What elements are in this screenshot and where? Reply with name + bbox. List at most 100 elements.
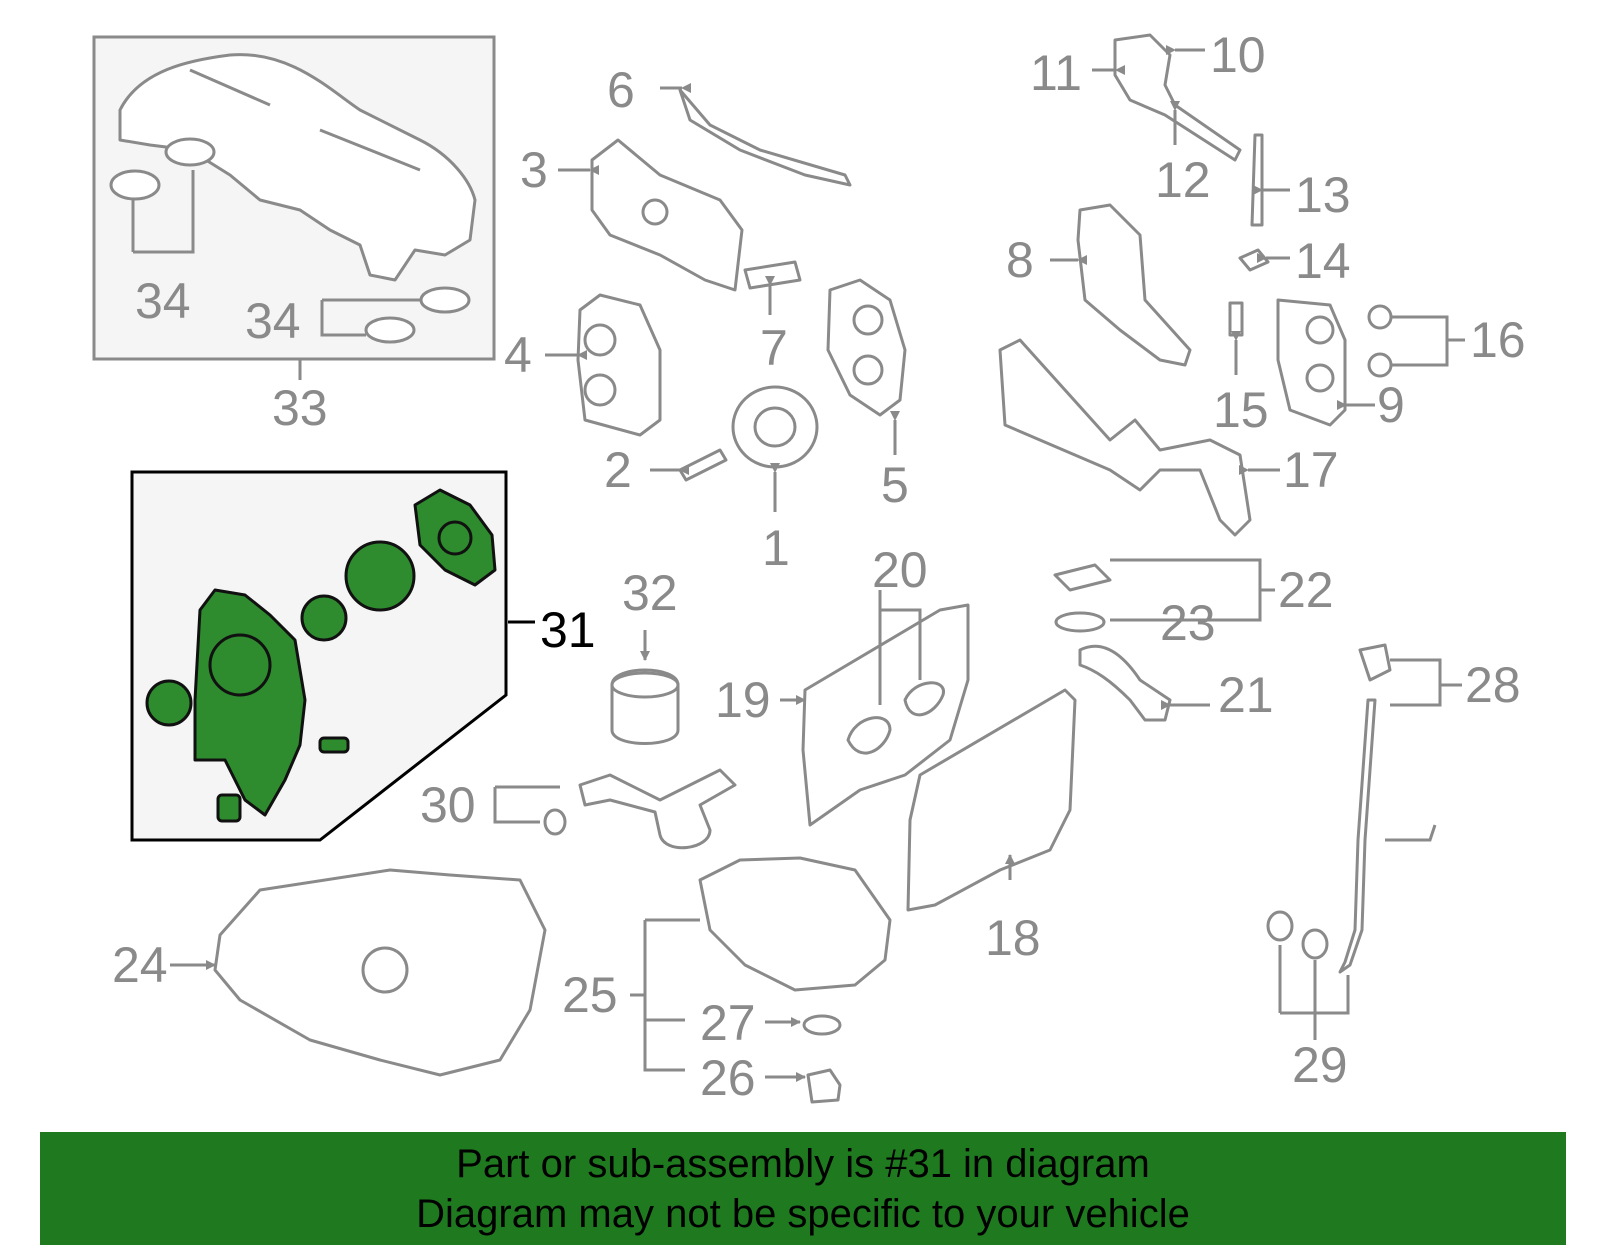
gasket-34-a [109,169,161,201]
label-18: 18 [985,910,1041,966]
dipstick-guide-29 [1338,698,1377,974]
sensor-7 [743,260,802,290]
label-5: 5 [881,457,909,513]
cover-4-hole-b [583,373,617,407]
gasket-20-b [903,681,945,717]
intake-manifold [118,53,477,282]
timing-cover-8 [1076,203,1192,367]
dipstick-handle [1385,824,1437,842]
label-31: 31 [540,602,596,658]
pin-15 [1228,301,1244,337]
leader-29 [1278,945,1350,1040]
label-28: 28 [1465,657,1521,713]
label-33: 33 [272,380,328,436]
strainer-o-ring [543,808,567,836]
label-20: 20 [872,542,928,598]
cover-5-hole-a [852,304,884,336]
oil-pump-bore [208,633,272,697]
label-26: 26 [700,1050,756,1106]
manifold-rib [189,68,271,107]
seal-13 [1250,133,1264,227]
cover-4 [576,293,662,437]
leader-34b [320,298,420,337]
pump-cover-bore [437,520,473,556]
filler-cap-22 [1053,563,1112,592]
gasket-34-d [364,316,416,344]
label-30: 30 [420,777,476,833]
label-16: 16 [1470,312,1526,368]
label-14: 14 [1295,233,1351,289]
cover-5-hole-b [852,354,884,386]
label-15: 15 [1213,382,1269,438]
label-6: 6 [607,62,635,118]
label-12: 12 [1155,152,1211,208]
label-34-b: 34 [245,293,301,349]
cover-9-hole-a [1305,315,1335,345]
clip-14 [1238,248,1270,272]
leader-20 [878,590,922,705]
label-34-a: 34 [135,273,191,329]
oil-strainer-30 [578,768,737,850]
inner-rotor [300,594,348,642]
seal-16-a [1367,304,1393,330]
label-22: 22 [1278,562,1334,618]
separator-plate-19 [801,603,970,827]
leader-34a [131,170,195,254]
manifold-rib [319,128,421,172]
gasket-34-b [164,137,216,167]
label-3: 3 [520,142,548,198]
label-2: 2 [604,442,632,498]
cover-gasket-6 [678,88,852,187]
label-4: 4 [504,327,532,383]
oil-filter-top [610,671,680,699]
intake-manifold-group: 34 34 33 [92,35,496,436]
oil-pan-bore [361,946,409,994]
label-7: 7 [760,320,788,376]
label-1: 1 [762,520,790,576]
label-10: 10 [1210,27,1266,83]
label-27: 27 [700,995,756,1051]
dipstick-28 [1358,643,1392,682]
leader-16 [1392,315,1449,367]
oil-pan-group: 24 25 27 26 29 28 [112,643,1521,1106]
outer-rotor [344,540,416,612]
cover-4-hole-a [583,323,617,357]
gasket-20-a [846,716,892,755]
gasket-27 [802,1014,842,1036]
seal-16-b [1367,352,1393,378]
cover-5 [826,278,907,417]
leader-25 [630,918,700,1072]
label-8: 8 [1006,232,1034,288]
label-21: 21 [1218,667,1274,723]
label-13: 13 [1295,167,1351,223]
cover-3-hole [641,198,669,226]
oil-seal [145,679,193,727]
label-29: 29 [1292,1037,1348,1093]
label-32: 32 [622,565,678,621]
label-11: 11 [1030,45,1082,101]
label-25: 25 [562,967,618,1023]
o-ring-29-b [1301,928,1329,960]
filler-tube-21 [1078,644,1172,722]
oil-pump-group: 31 [130,470,596,842]
timing-cover-group: 3 6 4 7 5 2 1 8 11 10 12 13 14 16 15 9 1… [504,27,1526,576]
gasket-34-c [419,286,471,314]
bolt-2 [678,448,728,482]
banner-line-2: Diagram may not be specific to your vehi… [416,1191,1190,1236]
leader-30 [493,785,560,824]
label-9: 9 [1377,377,1405,433]
label-17: 17 [1283,442,1339,498]
info-banner: Part or sub-assembly is #31 in diagram D… [40,1132,1566,1245]
leader-28 [1390,658,1462,707]
label-23: 23 [1160,595,1216,651]
banner-line-1: Part or sub-assembly is #31 in diagram [456,1141,1150,1186]
oil-pan-lower-25 [698,856,892,992]
middle-parts-group: 32 20 19 18 22 23 21 30 [420,542,1334,966]
label-24: 24 [112,937,168,993]
cover-9-hole-b [1305,363,1335,393]
gasket-23 [1054,611,1106,633]
relief-plug [318,736,350,754]
gasket-11 [1113,33,1242,162]
baffle-plate-18 [906,688,1077,912]
